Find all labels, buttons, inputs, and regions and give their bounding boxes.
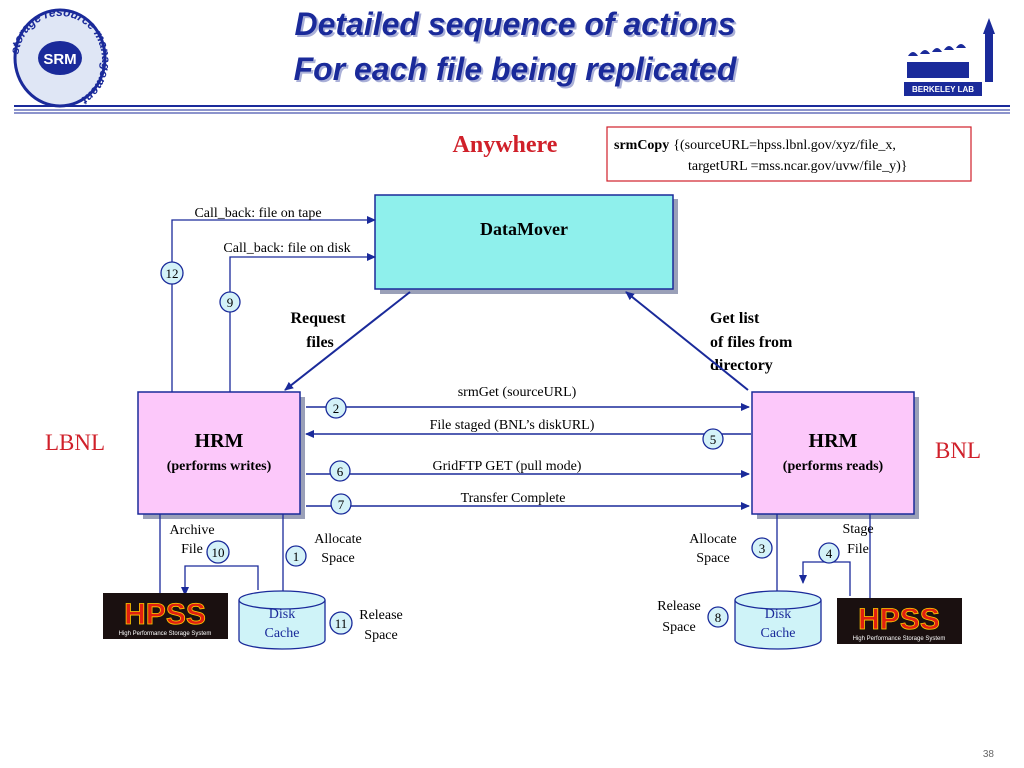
file-staged-label: File staged (BNL’s diskURL) (430, 418, 595, 433)
get-list-line-1: Get list (710, 310, 760, 327)
step-3-label: 3 (759, 541, 766, 556)
berkeley-lab-name: BERKELEY LAB (912, 85, 974, 94)
hrm-left-subtitle: (performs writes) (167, 459, 272, 474)
step-circle-10: 10 (206, 540, 230, 564)
hrm-right-subtitle: (performs reads) (783, 459, 884, 474)
step-circle-7: 7 (330, 493, 352, 515)
hpss-left-subtitle: High Performance Storage System (119, 631, 212, 637)
callback-disk-line (229, 253, 376, 392)
hrm-right-title: HRM (809, 430, 858, 452)
hrm-left-title: HRM (195, 430, 244, 452)
disk-cache-left: Disk Cache (238, 590, 326, 650)
step-circle-9: 9 (219, 291, 241, 313)
disk-cache-right-line-1: Disk (765, 607, 791, 622)
request-files-arrow (284, 291, 411, 391)
release-left-line-2: Space (364, 628, 397, 643)
archive-file-arrow (181, 565, 259, 596)
datamover-label: DataMover (480, 219, 568, 239)
get-list-line-3: directory (710, 357, 773, 374)
allocate-left-line-1: Allocate (314, 532, 361, 547)
title-line-1: Detailed sequence of actions (294, 6, 735, 42)
disk-cache-right: Disk Cache (734, 590, 822, 650)
step-circle-4: 4 (818, 542, 840, 564)
step-12-label: 12 (166, 266, 179, 281)
archive-file-line-1: Archive (169, 523, 214, 538)
step-6-label: 6 (337, 464, 344, 479)
step-7-label: 7 (338, 497, 345, 512)
stage-file-arrow (799, 561, 851, 596)
release-left-line-1: Release (359, 608, 403, 623)
page-number: 38 (982, 749, 994, 760)
hpss-right-name: HPSS (858, 603, 940, 636)
srmcopy-callout: srmCopy {(sourceURL=hpss.lbnl.gov/xyz/fil… (606, 126, 972, 182)
allocate-left-line-2: Space (321, 551, 354, 566)
stage-file-line-1: Stage (842, 522, 873, 537)
get-list-arrow (625, 291, 749, 391)
step-1-label: 1 (293, 549, 300, 564)
step-8-label: 8 (715, 610, 722, 625)
callback-tape-line (171, 216, 376, 392)
hrm-right-box: HRM (performs reads) (751, 391, 919, 519)
disk-cache-right-line-2: Cache (761, 626, 796, 641)
title-line-2: For each file being replicated (294, 51, 738, 87)
step-circle-8: 8 (707, 606, 729, 628)
hpss-logo-right: HPSS High Performance Storage System (837, 598, 962, 644)
disk-cache-left-line-1: Disk (269, 607, 295, 622)
release-right-line-2: Space (662, 620, 695, 635)
step-circle-6: 6 (329, 460, 351, 482)
callback-tape-label: Call_back: file on tape (194, 206, 321, 221)
srmcopy-line-1: srmCopy {(sourceURL=hpss.lbnl.gov/xyz/fil… (614, 138, 896, 153)
release-right-line-1: Release (657, 599, 701, 614)
archive-file-line-2: File (181, 542, 203, 557)
step-circle-3: 3 (751, 537, 773, 559)
hpss-right-subtitle: High Performance Storage System (853, 636, 946, 642)
step-5-label: 5 (710, 432, 717, 447)
hpss-left-name: HPSS (124, 598, 206, 631)
hrm-left-box: HRM (performs writes) (137, 391, 305, 519)
step-11-label: 11 (335, 616, 348, 631)
title-shadow-2: For each file being replicated (296, 53, 740, 89)
gridftp-label: GridFTP GET (pull mode) (433, 459, 582, 474)
transfer-complete-label: Transfer Complete (461, 491, 566, 506)
srmget-label: srmGet (sourceURL) (458, 385, 577, 400)
step-circle-5: 5 (702, 428, 724, 450)
step-circle-12: 12 (160, 261, 184, 285)
step-9-label: 9 (227, 295, 234, 310)
stage-file-line-2: File (847, 542, 869, 557)
srm-logo: SRM storage resource management (7, 5, 113, 108)
step-circle-11: 11 (329, 611, 353, 635)
srmcopy-keyword: srmCopy (614, 138, 669, 153)
allocate-right-line-1: Allocate (689, 532, 736, 547)
allocate-right-line-2: Space (696, 551, 729, 566)
step-circle-1: 1 (285, 545, 307, 567)
bnl-label: BNL (935, 438, 981, 463)
srmcopy-line-2: targetURL =mss.ncar.gov/uvw/file_y)} (688, 159, 908, 174)
step-4-label: 4 (826, 546, 833, 561)
step-2-label: 2 (333, 401, 340, 416)
request-files-line-1: Request (290, 310, 346, 327)
step-circle-2: 2 (325, 397, 347, 419)
callback-disk-label: Call_back: file on disk (223, 241, 350, 256)
title-shadow-1: Detailed sequence of actions (296, 8, 737, 44)
hpss-logo-left: HPSS High Performance Storage System (103, 593, 228, 639)
request-files-line-2: files (306, 334, 334, 351)
datamover-box: DataMover (374, 194, 678, 294)
step-10-label: 10 (212, 545, 225, 560)
srmcopy-source: {(sourceURL=hpss.lbnl.gov/xyz/file_x, (673, 138, 896, 153)
lbnl-label: LBNL (45, 430, 105, 455)
get-list-line-2: of files from (710, 334, 793, 351)
disk-cache-left-line-2: Cache (265, 626, 300, 641)
anywhere-label: Anywhere (453, 132, 558, 158)
srm-logo-center: SRM (43, 51, 76, 68)
slide-title: Detailed sequence of actions Detailed se… (294, 6, 740, 89)
berkeley-lab-logo: BERKELEY LAB (904, 18, 995, 96)
